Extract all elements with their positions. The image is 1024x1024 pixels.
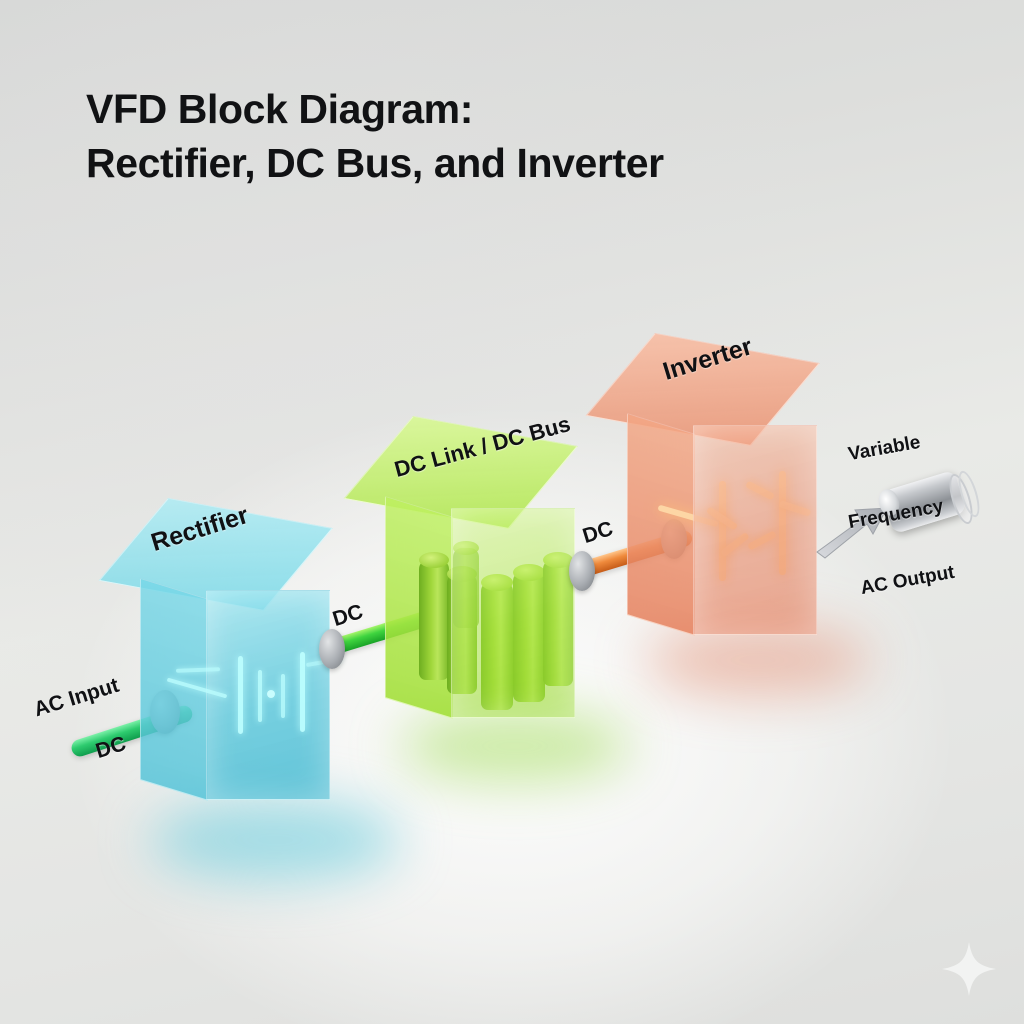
diode-bridge-symbol-bar-4	[300, 652, 305, 732]
rectifier-block[interactable]	[98, 498, 343, 810]
diode-bridge-symbol-bar-2	[258, 670, 262, 722]
inverter-front-face	[693, 425, 817, 635]
diode-bridge-symbol-bar-3	[281, 674, 285, 718]
sparkle-star-icon	[942, 942, 996, 996]
ac-output-label: Variable Frequency AC Output	[827, 386, 964, 645]
diode-bridge-symbol-dot	[267, 690, 275, 698]
capacitor	[419, 560, 449, 680]
dclink-to-inverter-dc-label: DC	[580, 517, 616, 548]
page-title: VFD Block Diagram: Rectifier, DC Bus, an…	[86, 86, 664, 187]
rectifier-glow	[150, 800, 400, 880]
capacitor-top	[419, 552, 449, 568]
ac-output-label-line1: Variable	[846, 431, 922, 466]
inverter-side-face	[627, 413, 695, 636]
rectifier-output-flange	[319, 629, 345, 669]
dclink-block[interactable]	[343, 416, 585, 728]
dclink-glow	[400, 710, 630, 782]
dclink-front-face	[451, 508, 575, 718]
ac-output-arrow	[816, 507, 888, 559]
ac-output-label-line2: Frequency	[846, 495, 946, 534]
diode-bridge-symbol-bar-1	[238, 656, 243, 734]
dclink-output-flange	[569, 551, 595, 591]
ac-output-label-line3: AC Output	[858, 562, 957, 600]
inverter-glow	[645, 625, 870, 695]
ac-input-label: AC Input	[31, 673, 122, 722]
inverter-block[interactable]	[585, 333, 827, 645]
